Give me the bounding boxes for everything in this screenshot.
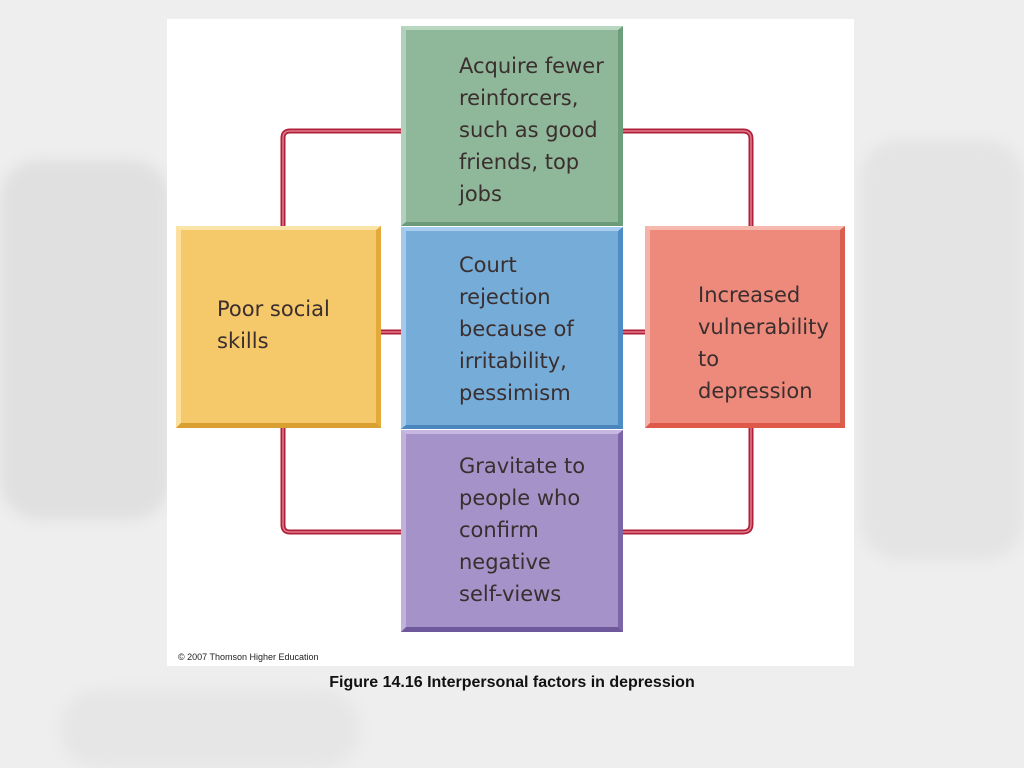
arrow-poor-to-gravitate (280, 428, 420, 535)
box-increased-vulnerability: Increased vulnerability to depression (645, 226, 845, 428)
background-shape (0, 160, 170, 520)
box-acquire-fewer-reinforcers: Acquire fewer reinforcers, such as good … (401, 26, 623, 226)
arrow-poor-to-acquire (280, 128, 420, 226)
background-shape (60, 690, 360, 768)
box-court-rejection: Court rejection because of irritability,… (401, 227, 623, 429)
arrow-gravitate-to-increased (623, 415, 754, 535)
box-poor-label: Poor social skills (217, 297, 330, 353)
box-gravitate-label: Gravitate to people who confirm negative… (459, 454, 586, 606)
copyright-notice: © 2007 Thomson Higher Education (178, 652, 319, 662)
figure-caption: Figure 14.16 Interpersonal factors in de… (329, 674, 695, 691)
box-acquire-label: Acquire fewer reinforcers, such as good … (459, 54, 604, 206)
box-increased-label: Increased vulnerability to depression (698, 283, 829, 403)
box-court-label: Court rejection because of irritability,… (459, 253, 574, 405)
box-gravitate-to-people: Gravitate to people who confirm negative… (401, 430, 623, 632)
box-poor-social-skills: Poor social skills (176, 226, 381, 428)
background-shape (860, 140, 1024, 560)
